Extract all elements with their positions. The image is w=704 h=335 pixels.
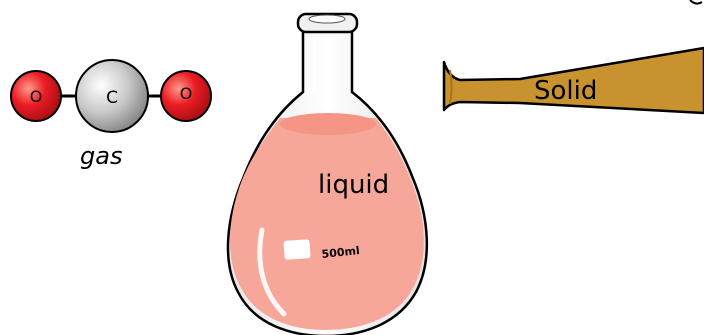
- liquid-surface: [280, 113, 376, 135]
- left-oxygen-atom: [10, 70, 62, 122]
- co2-molecule: O C O: [10, 59, 212, 133]
- left-oxygen-letter: O: [30, 87, 43, 106]
- flask-volume-marking: 500ml: [321, 244, 360, 261]
- flask-liquid: [230, 118, 424, 330]
- bat-knob-shine: [449, 69, 453, 105]
- solid-label: Solid: [534, 76, 598, 106]
- baseball-bat: [442, 46, 704, 115]
- right-oxygen-letter: O: [180, 84, 193, 103]
- liquid-label: liquid: [318, 170, 390, 200]
- bat-body: [442, 46, 704, 115]
- corner-mark: [689, 0, 703, 5]
- carbon-atom: [75, 59, 149, 133]
- flask-highlight: [257, 227, 287, 317]
- flask-marking-box: [283, 239, 311, 260]
- flask-opening: [308, 14, 346, 24]
- gas-label: gas: [80, 142, 123, 170]
- right-oxygen-atom: [160, 70, 212, 122]
- carbon-letter: C: [106, 88, 118, 108]
- erlenmeyer-flask: 500ml: [226, 12, 429, 335]
